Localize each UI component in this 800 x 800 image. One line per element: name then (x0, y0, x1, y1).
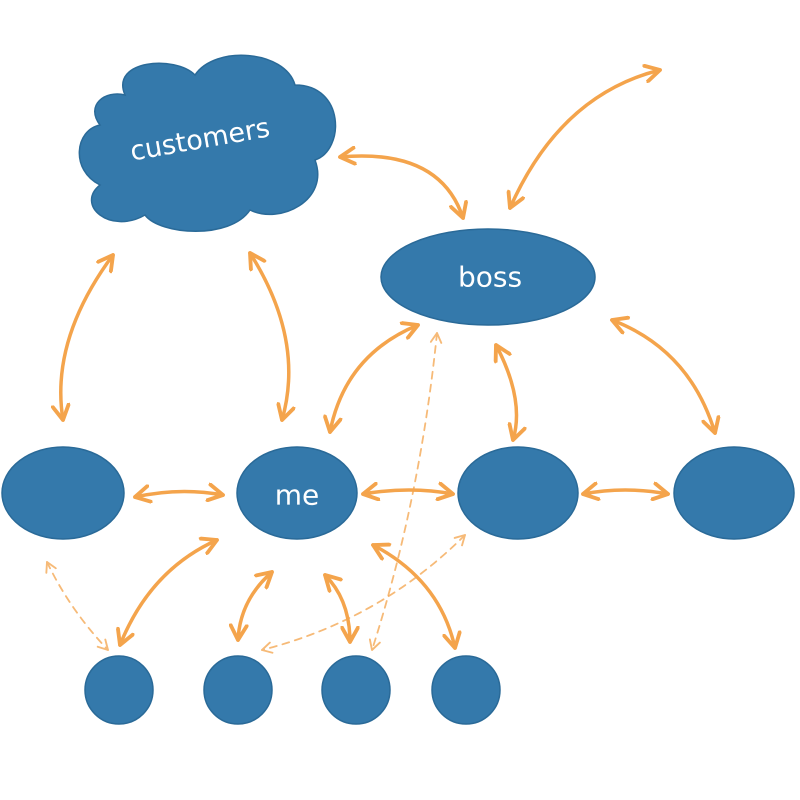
report-3-node (321, 655, 391, 725)
arrow-customers-peer-left (61, 255, 113, 420)
arrow-boss-peer-right (496, 345, 517, 440)
me-node: me (236, 446, 358, 540)
peer-far-right-ellipse (673, 446, 795, 540)
customers-cloud-shape (78, 54, 337, 232)
arrow-peer-right-peer-far-right (583, 490, 668, 494)
customers-node: customers (78, 54, 337, 232)
report-4-node (431, 655, 501, 725)
me-label: me (275, 479, 320, 512)
arrow-me-report-2 (238, 572, 272, 640)
boss-label: boss (458, 261, 522, 294)
boss-node: boss (380, 228, 596, 326)
arrow-me-report-4 (373, 545, 455, 648)
report-1-node (84, 655, 154, 725)
report-2-circle (203, 655, 273, 725)
peer-right-ellipse (457, 446, 579, 540)
me-ellipse (236, 446, 358, 540)
peer-far-right-node (673, 446, 795, 540)
nodes-layer: customers boss me (1, 54, 795, 725)
report-2-node (203, 655, 273, 725)
report-4-circle (431, 655, 501, 725)
arrow-me-peer-right (363, 490, 453, 494)
dashed-arrow-boss-report-3 (368, 332, 443, 651)
arrow-me-report-3 (325, 575, 350, 642)
arrow-boss-outside (510, 70, 660, 208)
peer-right-node (457, 446, 579, 540)
arrow-peer-left-me (135, 491, 223, 497)
arrow-boss-peer-far-right (612, 320, 715, 433)
peer-left-ellipse (1, 446, 125, 540)
dashed-arrow-peer-left-report-1 (45, 561, 109, 651)
arrow-boss-me (330, 325, 418, 432)
report-3-circle (321, 655, 391, 725)
arrow-me-report-1 (120, 540, 217, 645)
boss-ellipse (380, 228, 596, 326)
arrow-customers-me (250, 253, 289, 420)
dashed-arrow-peer-right-report-2 (261, 534, 466, 654)
arrow-customers-boss (340, 156, 463, 218)
report-1-circle (84, 655, 154, 725)
peer-left-node (1, 446, 125, 540)
arrows-layer (45, 70, 715, 654)
